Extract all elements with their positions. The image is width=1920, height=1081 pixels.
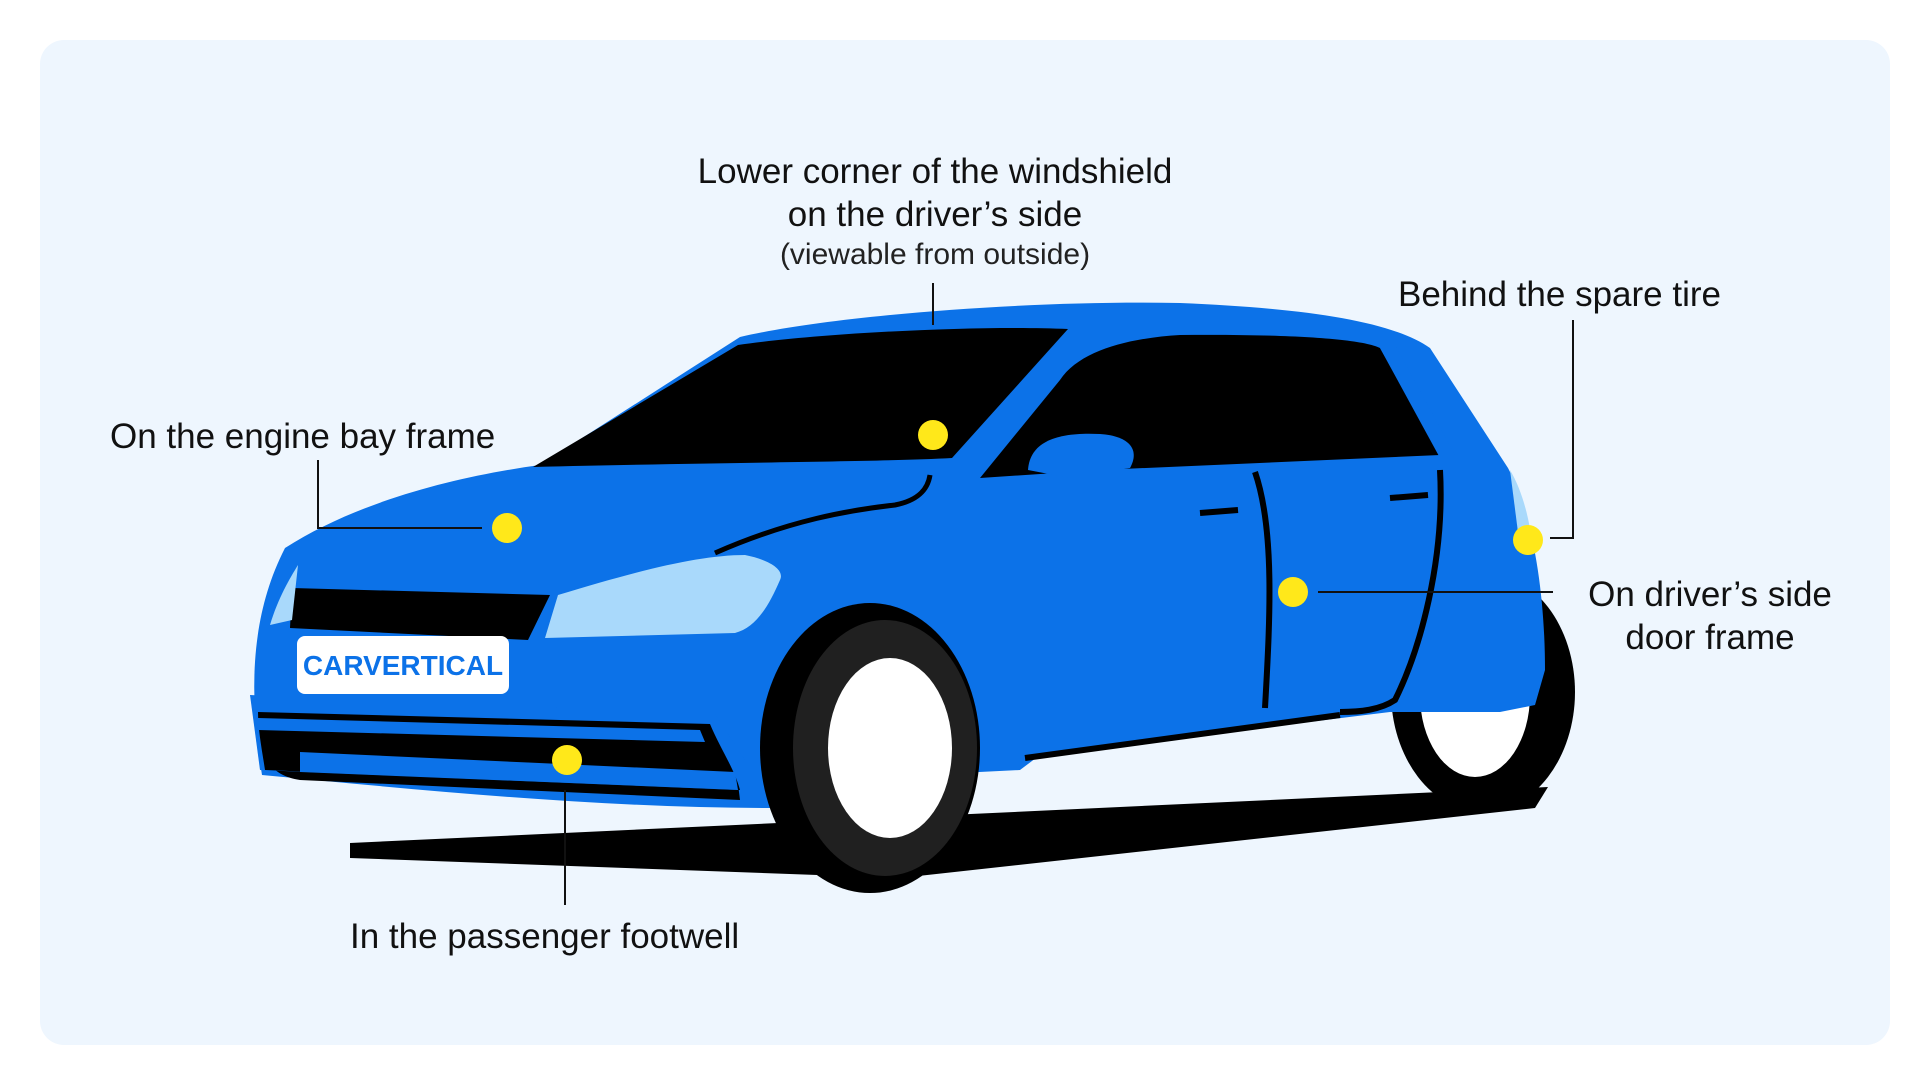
side-mirror [1028, 433, 1134, 478]
bumper-strip [258, 718, 705, 742]
engine-bay-marker [492, 513, 522, 543]
door-frame-label-line2: door frame [1625, 618, 1795, 657]
spare-tire-label-text: Behind the spare tire [1398, 275, 1721, 314]
logo-text: CARVERTICAL [303, 650, 503, 681]
windshield-label-line1: Lower corner of the windshield [697, 152, 1173, 191]
footwell-label-text: In the passenger footwell [350, 917, 740, 956]
door-frame-label-line1: On driver’s side [1588, 575, 1832, 614]
spare-tire-leader [1550, 320, 1574, 539]
front-wheel [760, 603, 980, 893]
windshield-label-note: (viewable from outside) [779, 238, 1091, 271]
front-grille [290, 588, 550, 640]
sill-line [1024, 712, 1341, 761]
right-headlight [545, 555, 781, 638]
windshield-label: Lower corner of the windshield on the dr… [640, 150, 1230, 274]
engine-bay-label: On the engine bay frame [110, 415, 495, 458]
hood-line [713, 474, 933, 556]
rear-window-pillar [1380, 345, 1455, 458]
door-seam [1252, 471, 1273, 709]
windshield-label-line2: on the driver’s side [787, 195, 1083, 234]
carvertical-logo-plate: CARVERTICAL [297, 636, 509, 694]
spare-tire-label: Behind the spare tire [1398, 273, 1721, 316]
door-frame-label: On driver’s side door frame [1560, 573, 1860, 659]
spare-tire-marker [1513, 525, 1543, 555]
door-frame-marker [1278, 577, 1308, 607]
door-handle-rear [1389, 492, 1429, 501]
bumper-strip-lower [300, 752, 738, 790]
left-headlight [270, 565, 298, 625]
engine-bay-label-text: On the engine bay frame [110, 417, 496, 456]
engine-bay-leader [317, 460, 482, 529]
windshield-marker [918, 420, 948, 450]
door-handle-front [1199, 507, 1239, 516]
rear-door-seam [1339, 469, 1444, 715]
footwell-marker [552, 745, 582, 775]
footwell-label: In the passenger footwell [350, 915, 739, 958]
